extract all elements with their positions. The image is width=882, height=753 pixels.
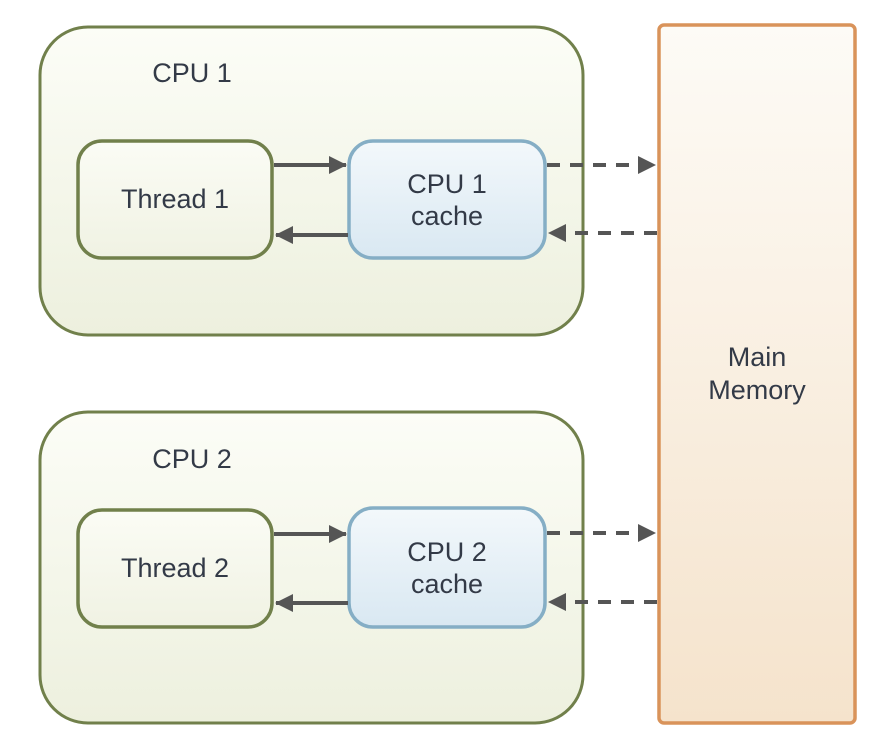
cpu2-cache-label-line1: CPU 2 <box>407 537 487 567</box>
cpu1-cache-label-line2: cache <box>411 201 483 231</box>
cpu1-cache-label-line1: CPU 1 <box>407 169 487 199</box>
cpu2-label: CPU 2 <box>152 444 232 474</box>
thread1-box <box>76 139 274 260</box>
cpu2-cache-box <box>347 506 547 629</box>
thread2-box <box>76 508 274 629</box>
main-memory-label-line2: Memory <box>708 375 806 405</box>
cpu2-cache-label-line2: cache <box>411 569 483 599</box>
main-memory-label-line1: Main <box>728 342 787 372</box>
cpu1-label: CPU 1 <box>152 58 232 88</box>
main-memory-box <box>657 23 857 725</box>
cpu1-cache-box <box>347 139 547 260</box>
cpu2-container-box <box>38 410 585 725</box>
thread2-label: Thread 2 <box>121 553 229 583</box>
thread1-label: Thread 1 <box>121 184 229 214</box>
